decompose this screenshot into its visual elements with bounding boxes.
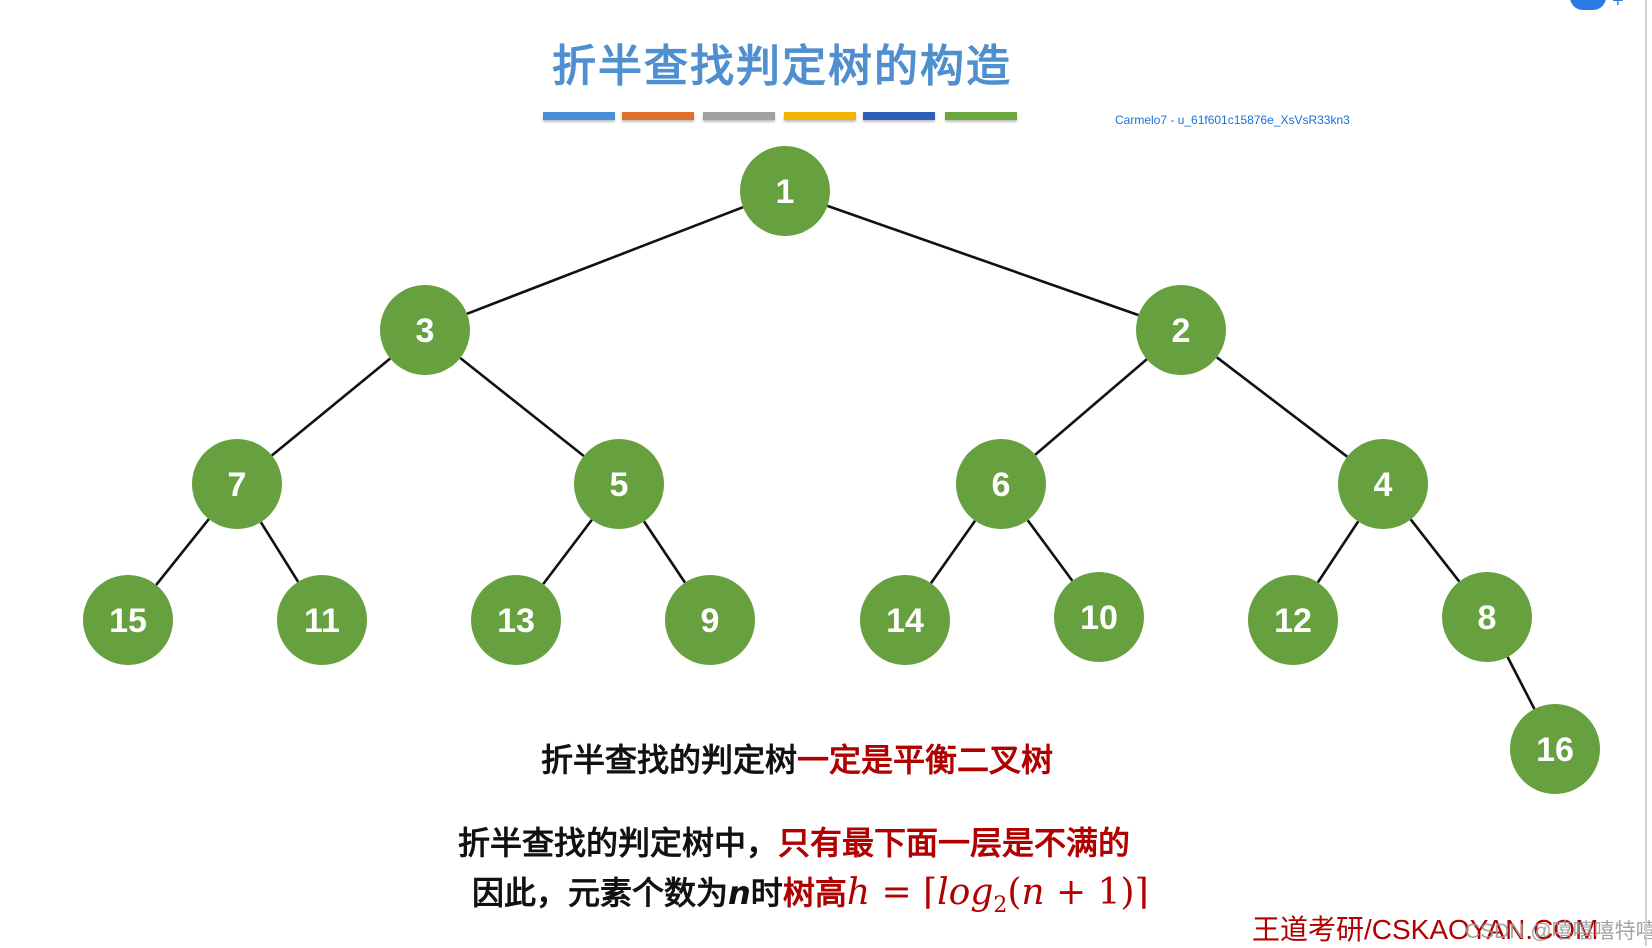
tree-node-label: 3 bbox=[416, 312, 435, 350]
tree-node-circle bbox=[1338, 439, 1428, 529]
tree-node-label: 15 bbox=[109, 602, 147, 640]
tree-node-circle bbox=[1054, 572, 1144, 662]
tree-node-label: 13 bbox=[497, 602, 535, 640]
tree-node-label: 1 bbox=[776, 173, 795, 211]
caption-height-black-b: 时 bbox=[750, 874, 783, 912]
tree-node-1: 1 bbox=[740, 146, 830, 236]
tree-node-circle bbox=[860, 575, 950, 665]
caption-height-red: 树高 bbox=[782, 874, 847, 912]
tree-edges bbox=[155, 204, 1536, 710]
tree-node-label: 8 bbox=[1478, 599, 1497, 637]
tree-node-circle bbox=[574, 439, 664, 529]
tree-node-6: 6 bbox=[956, 439, 1046, 529]
scrollbar[interactable] bbox=[1645, 0, 1647, 946]
formula-sub: 2 bbox=[993, 893, 1008, 919]
formula-eq: = ⌈ bbox=[870, 872, 938, 913]
color-bar-3 bbox=[703, 112, 775, 120]
tree-node-circle bbox=[380, 285, 470, 375]
tree-node-label: 16 bbox=[1536, 731, 1574, 769]
tree-height-formula: h = ⌈log2(n + 1)⌉ bbox=[846, 872, 1149, 918]
tree-node-circle bbox=[1442, 572, 1532, 662]
tree-node-4: 4 bbox=[1338, 439, 1428, 529]
slide-title: 折半查找判定树的构造 bbox=[552, 41, 1012, 92]
tree-node-3: 3 bbox=[380, 285, 470, 375]
tree-edge-5-13 bbox=[542, 519, 593, 585]
tree-node-label: 4 bbox=[1374, 466, 1393, 504]
top-watermark: Carmelo7 - u_61f601c15876e_XsVsR33kn3 bbox=[1115, 113, 1350, 127]
tree-node-circle bbox=[740, 146, 830, 236]
caption-height-black-a: 因此，元素个数为 bbox=[472, 874, 729, 912]
tree-node-10: 10 bbox=[1054, 572, 1144, 662]
tree-node-circle bbox=[956, 439, 1046, 529]
tree-node-circle bbox=[83, 575, 173, 665]
tree-edge-7-15 bbox=[155, 518, 210, 586]
tree-edge-3-5 bbox=[459, 356, 585, 458]
caption-height: 因此，元素个数为n时树高h = ⌈log2(n + 1)⌉ bbox=[472, 868, 1149, 918]
caption-height-n: n bbox=[728, 874, 751, 912]
formula-rest: + 1)⌉ bbox=[1044, 872, 1149, 913]
brand-watermark: 王道考研/CSKAOYAN.COM bbox=[1252, 914, 1599, 945]
tree-node-circle bbox=[192, 439, 282, 529]
color-bar-1 bbox=[543, 112, 615, 120]
tree-node-12: 12 bbox=[1248, 575, 1338, 665]
tree-node-14: 14 bbox=[860, 575, 950, 665]
color-bar-5 bbox=[863, 112, 935, 120]
corner-avatar-icon[interactable] bbox=[1570, 0, 1606, 10]
tree-node-2: 2 bbox=[1136, 285, 1226, 375]
tree-edge-7-11 bbox=[259, 521, 300, 583]
tree-node-circle bbox=[1510, 704, 1600, 794]
tree-node-label: 2 bbox=[1172, 312, 1191, 350]
tree-edge-6-10 bbox=[1026, 519, 1074, 582]
caption-last-level-red: 只有最下面一层是不满的 bbox=[778, 824, 1131, 862]
formula-log: log bbox=[937, 872, 994, 913]
caption-last-level-black: 折半查找的判定树中， bbox=[458, 824, 779, 862]
tree-edge-8-16 bbox=[1506, 656, 1536, 710]
color-bar-4 bbox=[784, 112, 856, 120]
tree-edge-6-14 bbox=[929, 520, 977, 584]
tree-edge-1-2 bbox=[827, 204, 1139, 317]
tree-node-label: 6 bbox=[992, 466, 1011, 504]
tree-node-circle bbox=[471, 575, 561, 665]
tree-node-label: 11 bbox=[304, 602, 340, 640]
caption-last-level: 折半查找的判定树中，只有最下面一层是不满的 bbox=[458, 818, 1130, 864]
tree-node-11: 11 bbox=[277, 575, 367, 665]
color-bar-2 bbox=[622, 112, 694, 120]
tree-node-circle bbox=[277, 575, 367, 665]
caption-balanced-red: 一定是平衡二叉树 bbox=[797, 741, 1054, 779]
tree-edge-3-7 bbox=[270, 357, 392, 457]
caption-balanced-black: 折半查找的判定树 bbox=[541, 741, 798, 779]
tree-node-label: 7 bbox=[228, 466, 247, 504]
csdn-watermark: CSDN @嘻嘻嘻特嘻 bbox=[1465, 920, 1652, 943]
tree-node-circle bbox=[1136, 285, 1226, 375]
tree-node-7: 7 bbox=[192, 439, 282, 529]
tree-edge-5-9 bbox=[642, 520, 687, 584]
tree-node-15: 15 bbox=[83, 575, 173, 665]
tree-edge-2-4 bbox=[1215, 356, 1349, 458]
corner-plus-icon[interactable]: + bbox=[1612, 0, 1624, 12]
formula-n: n bbox=[1021, 872, 1045, 913]
tree-node-16: 16 bbox=[1510, 704, 1600, 794]
tree-edge-4-12 bbox=[1316, 520, 1360, 584]
tree-node-13: 13 bbox=[471, 575, 561, 665]
tree-node-8: 8 bbox=[1442, 572, 1532, 662]
tree-edge-4-8 bbox=[1409, 518, 1461, 583]
tree-node-label: 5 bbox=[610, 466, 629, 504]
tree-node-label: 10 bbox=[1080, 599, 1118, 637]
tree-node-label: 9 bbox=[701, 602, 720, 640]
tree-node-label: 12 bbox=[1274, 602, 1312, 640]
tree-node-circle bbox=[1248, 575, 1338, 665]
tree-edge-1-3 bbox=[466, 205, 744, 316]
tree-node-5: 5 bbox=[574, 439, 664, 529]
caption-balanced: 折半查找的判定树一定是平衡二叉树 bbox=[541, 735, 1053, 781]
tree-edge-2-6 bbox=[1034, 358, 1148, 456]
tree-node-label: 14 bbox=[886, 602, 924, 640]
tree-node-circle bbox=[665, 575, 755, 665]
formula-open: ( bbox=[1007, 872, 1022, 913]
color-bar-6 bbox=[945, 112, 1017, 120]
tree-node-9: 9 bbox=[665, 575, 755, 665]
formula-h: h bbox=[846, 872, 871, 913]
